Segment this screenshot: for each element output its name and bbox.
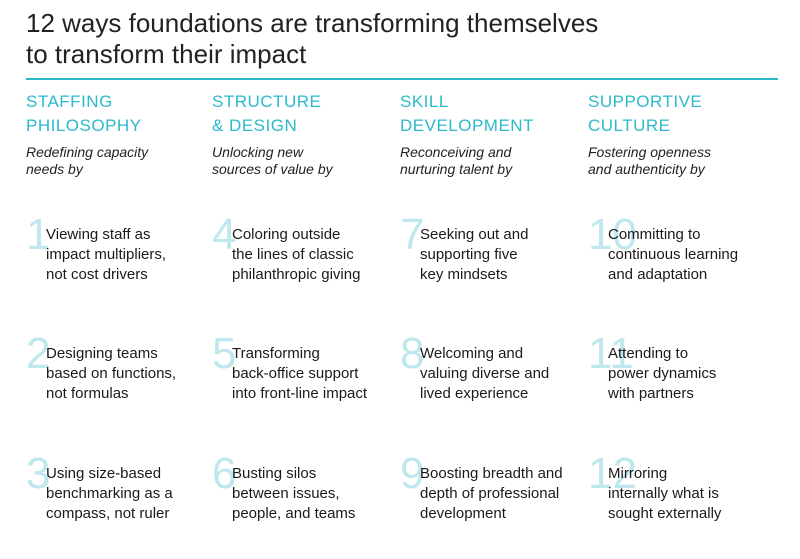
item-number: 8 [400, 329, 425, 378]
item-number: 5 [212, 329, 237, 378]
column-staffing-philosophy: STAFFING PHILOSOPHY Redefining capacity … [26, 90, 216, 550]
item-number: 3 [26, 449, 51, 498]
item-number: 2 [26, 329, 51, 378]
column-subtitle: Unlocking new sources of value by [212, 144, 333, 177]
item-number: 4 [212, 210, 237, 259]
column-supportive-culture: SUPPORTIVE CULTURE Fostering openness an… [588, 90, 778, 550]
page-title: 12 ways foundations are transforming the… [26, 8, 599, 69]
item-2: 2 Designing teams based on functions, no… [26, 331, 221, 424]
item-number: 11 [588, 329, 634, 378]
item-text: Using size-based benchmarking as a compa… [46, 465, 173, 522]
item-5: 5 Transforming back-office support into … [212, 331, 407, 424]
item-text: Welcoming and valuing diverse and lived … [420, 345, 550, 402]
title-divider [26, 78, 778, 80]
item-text: Seeking out and supporting five key mind… [420, 226, 529, 283]
item-text: Coloring outside the lines of classic ph… [232, 226, 361, 283]
column-heading: STRUCTURE & DESIGN [212, 92, 322, 135]
item-text: Attending to power dynamics with partner… [608, 345, 717, 402]
column-skill-development: SKILL DEVELOPMENT Reconceiving and nurtu… [400, 90, 590, 550]
item-number: 7 [400, 210, 425, 259]
item-7: 7 Seeking out and supporting five key mi… [400, 212, 595, 305]
item-4: 4 Coloring outside the lines of classic … [212, 212, 407, 305]
item-text: Viewing staff as impact multipliers, not… [46, 226, 167, 283]
item-text: Busting silos between issues, people, an… [232, 465, 356, 522]
item-text: Committing to continuous learning and ad… [608, 226, 739, 283]
item-8: 8 Welcoming and valuing diverse and live… [400, 331, 595, 424]
column-heading: SUPPORTIVE CULTURE [588, 92, 703, 135]
column-subtitle: Fostering openness and authenticity by [588, 144, 711, 177]
item-3: 3 Using size-based benchmarking as a com… [26, 451, 221, 544]
item-number: 6 [212, 449, 237, 498]
item-number: 1 [26, 210, 51, 259]
item-number: 9 [400, 449, 425, 498]
item-text: Boosting breadth and depth of profession… [420, 465, 563, 522]
item-number: 12 [588, 449, 637, 498]
item-number: 10 [588, 210, 637, 259]
item-11: 11 Attending to power dynamics with part… [588, 331, 783, 424]
column-heading: STAFFING PHILOSOPHY [26, 92, 142, 135]
column-subtitle: Reconceiving and nurturing talent by [400, 144, 513, 177]
item-9: 9 Boosting breadth and depth of professi… [400, 451, 595, 544]
item-text: Designing teams based on functions, not … [46, 345, 177, 402]
item-12: 12 Mirroring internally what is sought e… [588, 451, 783, 544]
item-10: 10 Committing to continuous learning and… [588, 212, 783, 305]
item-text: Transforming back-office support into fr… [232, 345, 368, 402]
item-1: 1 Viewing staff as impact multipliers, n… [26, 212, 221, 305]
item-text: Mirroring internally what is sought exte… [608, 465, 722, 522]
column-subtitle: Redefining capacity needs by [26, 144, 149, 177]
column-heading: SKILL DEVELOPMENT [400, 92, 534, 135]
column-structure-design: STRUCTURE & DESIGN Unlocking new sources… [212, 90, 402, 550]
item-6: 6 Busting silos between issues, people, … [212, 451, 407, 544]
